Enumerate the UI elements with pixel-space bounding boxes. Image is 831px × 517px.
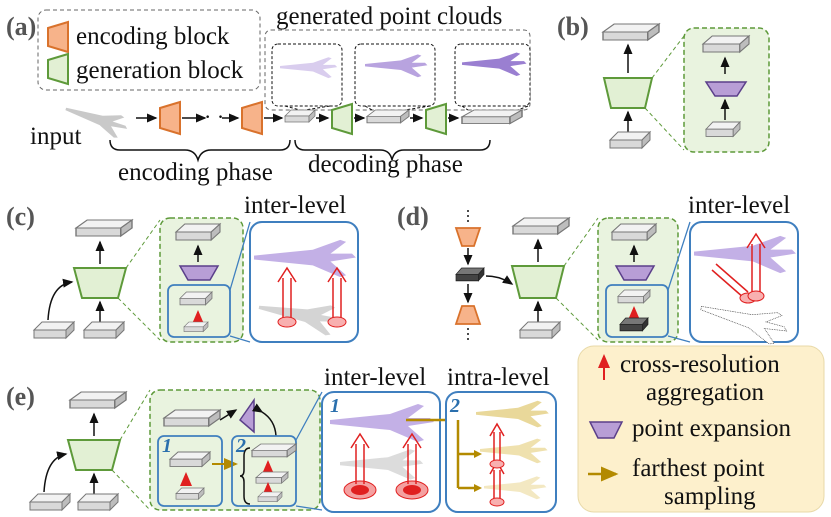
inter-level-label-d: inter-level — [688, 192, 791, 219]
feature-plate-1 — [284, 109, 316, 123]
c-generation-block — [72, 267, 128, 299]
e-aggregation-arrows — [343, 432, 429, 500]
e-plate-skip — [29, 493, 71, 511]
d-plate-bottom — [519, 321, 561, 339]
legend-cross-line2: aggregation — [646, 379, 765, 406]
c-plate-bottom — [83, 321, 125, 339]
encoding-phase-label: encoding phase — [118, 159, 273, 186]
b-zoom-plate-top — [702, 35, 750, 53]
c-inner-plate-2 — [183, 321, 209, 332]
generated-clouds-title: generated point clouds — [276, 3, 503, 30]
d-plate-top — [512, 217, 570, 235]
c-plate-skip — [33, 321, 75, 339]
panel-label-b: (b) — [557, 12, 589, 41]
b-plate-bottom — [609, 131, 651, 149]
e-box1-plate-bottom — [175, 487, 205, 500]
panel-d — [454, 210, 799, 348]
panel-a — [37, 9, 531, 163]
e-box1-plate-top — [169, 451, 211, 467]
feature-plate-3 — [461, 109, 523, 125]
panel-label-c: (c) — [6, 202, 35, 231]
encoding-block-2 — [241, 100, 263, 136]
b-expansion-icon — [704, 81, 748, 97]
b-zoom-plate-bottom — [705, 121, 741, 137]
d-expansion-icon — [614, 265, 656, 281]
generation-block-1 — [331, 102, 353, 136]
e-intra-aggregation — [489, 422, 505, 507]
step-number-1-zoom: 1 — [330, 395, 340, 417]
input-label: input — [30, 123, 82, 150]
cloud-box-1 — [271, 43, 343, 107]
d-encoding-block-top — [454, 227, 482, 247]
legend-generation-label: generation block — [76, 57, 244, 84]
panel-label-e: (e) — [6, 382, 35, 411]
panel-b — [602, 23, 770, 153]
legend-fps-line1: farthest point — [632, 455, 765, 482]
generation-block-2 — [425, 102, 447, 136]
d-aggregation-arrows — [711, 232, 766, 304]
decoding-phase-label: decoding phase — [308, 151, 463, 178]
e-zoom-plate-top — [163, 409, 221, 427]
step-number-1: 1 — [162, 435, 172, 457]
step-number-2-zoom: 2 — [450, 395, 460, 417]
e-generation-block — [66, 439, 122, 471]
inter-level-label-e: inter-level — [324, 364, 427, 391]
c-aggregation-arrows — [277, 266, 347, 328]
d-generation-block — [510, 265, 566, 299]
panel-c — [33, 217, 359, 343]
b-plate-top — [602, 23, 660, 41]
c-inner-plate-1 — [179, 291, 213, 306]
inter-level-label-c: inter-level — [244, 192, 347, 219]
panel-label-a: (a) — [6, 12, 37, 41]
c-zoom-plate-top — [175, 223, 221, 241]
e-blue-box-2 — [231, 435, 297, 507]
legend-top-box — [37, 9, 261, 91]
e-box2-plate-2 — [255, 471, 289, 484]
ellipsis: · · · — [204, 104, 237, 129]
legend-bottom-box — [577, 345, 825, 513]
cloud-box-2 — [354, 43, 436, 107]
legend-expansion-icon — [588, 421, 624, 439]
d-encoding-block-bottom — [454, 305, 482, 325]
e-expansion-icon — [238, 397, 255, 434]
c-inner-blue-box — [167, 284, 231, 338]
generation-block-icon — [47, 52, 69, 86]
intra-level-label-e: intra-level — [447, 364, 550, 391]
legend-encoding-label: encoding block — [76, 23, 230, 50]
legend-fps-line2: sampling — [664, 483, 756, 510]
panel-label-d: (d) — [397, 202, 429, 231]
e-plate-bottom — [77, 493, 119, 511]
encoding-brace — [109, 139, 291, 163]
d-inner-dark-plate — [619, 317, 649, 332]
decoding-brace — [294, 139, 491, 161]
panel-e — [29, 389, 557, 513]
legend-cross-line1: cross-resolution — [620, 351, 780, 378]
legend-bottom — [577, 345, 825, 513]
e-blue-box-1 — [157, 435, 223, 507]
encoding-block-icon — [47, 20, 69, 54]
d-inner-plate — [617, 289, 651, 304]
d-zoom-plate-top — [611, 223, 657, 241]
d-dark-plate — [455, 267, 485, 282]
e-box2-plate-1 — [251, 443, 297, 458]
b-generation-block — [602, 77, 654, 109]
c-plate-top — [75, 219, 133, 237]
legend-expansion-label: point expansion — [632, 415, 792, 442]
c-expansion-icon — [178, 265, 220, 281]
e-box2-plate-3 — [257, 491, 283, 502]
step-number-2: 2 — [236, 435, 246, 457]
encoding-block-1 — [159, 100, 181, 136]
d-inner-blue-box — [605, 284, 669, 338]
e-plate-top — [69, 391, 127, 409]
feature-plate-2 — [366, 109, 410, 124]
